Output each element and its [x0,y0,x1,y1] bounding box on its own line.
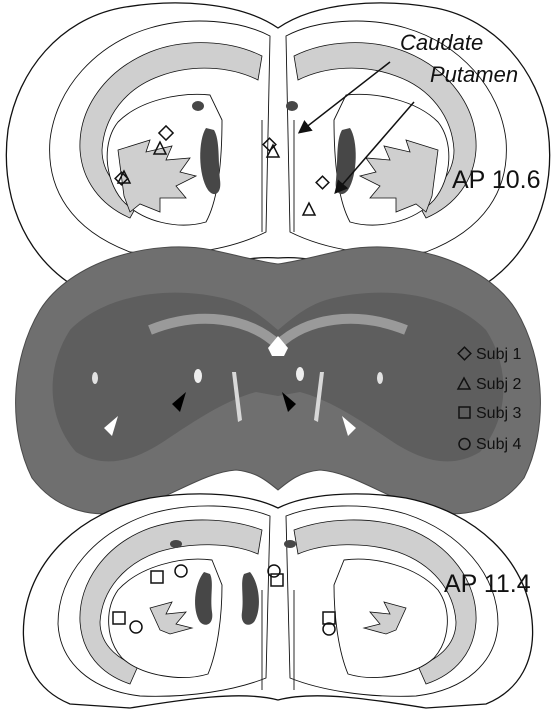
histology-section [16,247,541,514]
legend-label-subj2: Subj 2 [476,376,521,393]
putamen-label: Putamen [430,62,518,87]
lesion-spot-right [296,367,304,381]
schematic-section-ap-10-6: Caudate Putamen AP 10.6 [6,3,549,300]
schematic-section-ap-11-4: AP 11.4 [23,494,532,708]
corpus-callosum-dot-right-top [286,101,298,111]
corpus-callosum-dot-left-top [192,101,204,111]
caudate-label: Caudate [400,30,483,55]
corpus-callosum-dot-left-bottom [170,540,182,548]
legend-label-subj4: Subj 4 [476,436,521,453]
ap-label-top: AP 10.6 [452,166,541,194]
corpus-callosum-dot-right-bottom [284,540,296,548]
legend-label-subj3: Subj 3 [476,405,521,422]
legend-label-subj1: Subj 1 [476,346,521,363]
lesion-spot-left-lateral [92,372,98,384]
lesion-spot-left [194,369,202,383]
ap-label-bottom: AP 11.4 [444,570,531,598]
lesion-spot-right-lateral [377,372,383,384]
